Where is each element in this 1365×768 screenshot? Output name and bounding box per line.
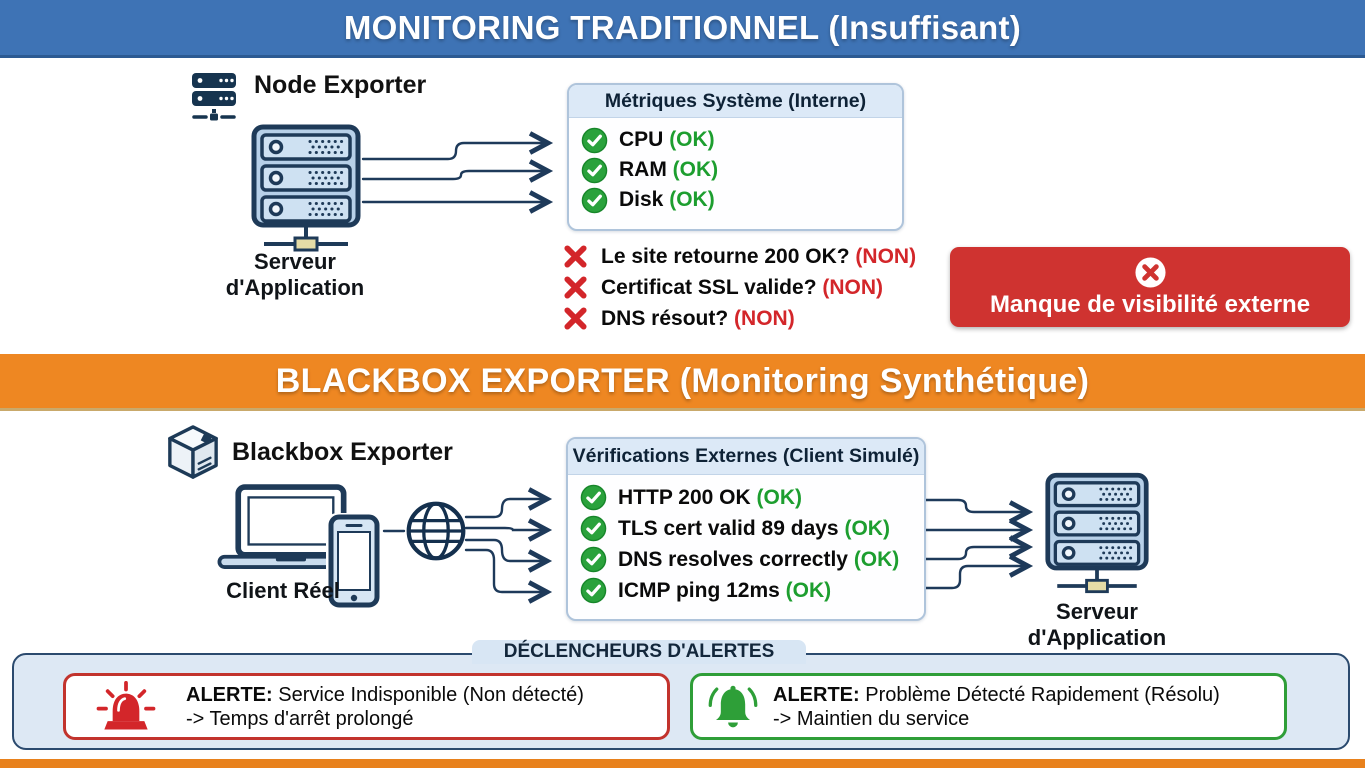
missing-check-status: (NON) — [855, 244, 917, 268]
metric-label: CPU — [619, 128, 664, 151]
metrics-panel-title: Métriques Système (Interne) — [569, 85, 902, 118]
missing-check-label: Le site retourne 200 OK? — [601, 244, 850, 268]
check-circle-icon — [580, 515, 607, 542]
globe-icon — [406, 501, 466, 561]
metric-row: RAM (OK) — [581, 155, 890, 185]
check-label: DNS resolves correctly — [618, 547, 848, 571]
siren-icon — [96, 680, 156, 729]
alert-detected-text: ALERTE: Problème Détecté Rapidement (Rés… — [773, 683, 1220, 731]
x-circle-icon — [1134, 256, 1166, 288]
alert-undetected: ALERTE: Service Indisponible (Non détect… — [63, 673, 670, 740]
section2-banner: BLACKBOX EXPORTER (Monitoring Synthétiqu… — [0, 354, 1365, 411]
server-label-right: Serveur d'Application — [1027, 599, 1167, 650]
missing-check-row: DNS résout? (NON) — [563, 305, 916, 332]
metric-label: RAM — [619, 158, 667, 181]
alert-line1: Problème Détecté Rapidement (Résolu) — [865, 683, 1220, 706]
check-status: (OK) — [853, 547, 900, 571]
check-label: TLS cert valid 89 days — [618, 516, 839, 540]
missing-check-label: DNS résout? — [601, 306, 729, 330]
check-circle-icon — [580, 577, 607, 604]
check-status: (OK) — [844, 516, 890, 540]
node-exporter-icon — [192, 73, 236, 121]
blackbox-exporter-group: Blackbox Exporter — [166, 423, 453, 481]
alerts-section-title: DÉCLENCHEURS D'ALERTES — [472, 640, 806, 664]
metric-status: (OK) — [672, 158, 719, 181]
missing-check-row: Certificat SSL valide? (NON) — [563, 274, 916, 301]
check-circle-icon — [581, 187, 608, 213]
alert-line2: -> Maintien du service — [773, 707, 970, 730]
x-mark-icon — [564, 276, 587, 299]
check-circle-icon — [580, 484, 607, 511]
metric-status: (OK) — [669, 188, 715, 211]
alert-detected: ALERTE: Problème Détecté Rapidement (Rés… — [690, 673, 1287, 740]
check-status: (OK) — [785, 578, 832, 602]
package-icon — [168, 425, 218, 479]
section1-banner-title: MONITORING TRADITIONNEL (Insuffisant) — [343, 8, 1022, 46]
bell-icon — [708, 685, 758, 727]
check-row: DNS resolves correctly (OK) — [580, 544, 912, 575]
section1-banner: MONITORING TRADITIONNEL (Insuffisant) — [0, 0, 1365, 58]
check-circle-icon — [581, 157, 608, 183]
check-status: (OK) — [756, 485, 803, 509]
checks-panel-title: Vérifications Externes (Client Simulé) — [568, 439, 924, 475]
app-server-icon-right — [1045, 472, 1149, 594]
metric-row: Disk (OK) — [581, 185, 890, 215]
check-circle-icon — [580, 546, 607, 573]
check-row: TLS cert valid 89 days (OK) — [580, 513, 912, 544]
node-exporter-group: Node Exporter — [190, 71, 426, 121]
alert-line2: -> Temps d'arrêt prolongé — [186, 707, 414, 730]
check-row: HTTP 200 OK (OK) — [580, 482, 912, 513]
metric-row: CPU (OK) — [581, 125, 890, 155]
server-label-left: Serveur d'Application — [225, 249, 365, 300]
metrics-panel: Métriques Système (Interne) CPU (OK) RAM… — [567, 83, 904, 231]
section2-banner-title: BLACKBOX EXPORTER (Monitoring Synthétiqu… — [275, 361, 1090, 400]
missing-check-row: Le site retourne 200 OK? (NON) — [563, 243, 916, 270]
x-mark-icon — [564, 307, 587, 330]
checks-panel-body: HTTP 200 OK (OK) TLS cert valid 89 days … — [568, 475, 924, 606]
node-exporter-label: Node Exporter — [254, 71, 427, 99]
warning-box-label: Manque de visibilité externe — [989, 290, 1311, 318]
check-row: ICMP ping 12ms (OK) — [580, 575, 912, 606]
alert-line1: Service Indisponible (Non détecté) — [278, 683, 584, 706]
check-label: ICMP ping 12ms — [618, 578, 780, 602]
x-mark-icon — [564, 245, 587, 268]
bottom-accent-bar — [0, 759, 1365, 768]
checks-panel: Vérifications Externes (Client Simulé) H… — [566, 437, 926, 621]
missing-check-status: (NON) — [734, 306, 795, 330]
check-circle-icon — [581, 127, 608, 153]
metric-status: (OK) — [669, 128, 715, 151]
missing-check-status: (NON) — [822, 275, 884, 299]
missing-checks-list: Le site retourne 200 OK? (NON) Certifica… — [563, 243, 916, 332]
client-label: Client Réel — [226, 578, 340, 603]
metric-label: Disk — [619, 188, 664, 211]
warning-box: Manque de visibilité externe — [950, 247, 1350, 327]
missing-check-label: Certificat SSL valide? — [601, 275, 817, 299]
app-server-icon-left — [251, 124, 361, 252]
blackbox-exporter-label: Blackbox Exporter — [232, 437, 453, 466]
alert-undetected-text: ALERTE: Service Indisponible (Non détect… — [186, 683, 584, 731]
smartphone-icon — [326, 513, 382, 609]
metrics-panel-body: CPU (OK) RAM (OK) Disk (OK) — [569, 118, 902, 215]
alert-prefix: ALERTE: — [773, 683, 860, 706]
alert-prefix: ALERTE: — [186, 683, 273, 706]
check-label: HTTP 200 OK — [618, 485, 751, 509]
